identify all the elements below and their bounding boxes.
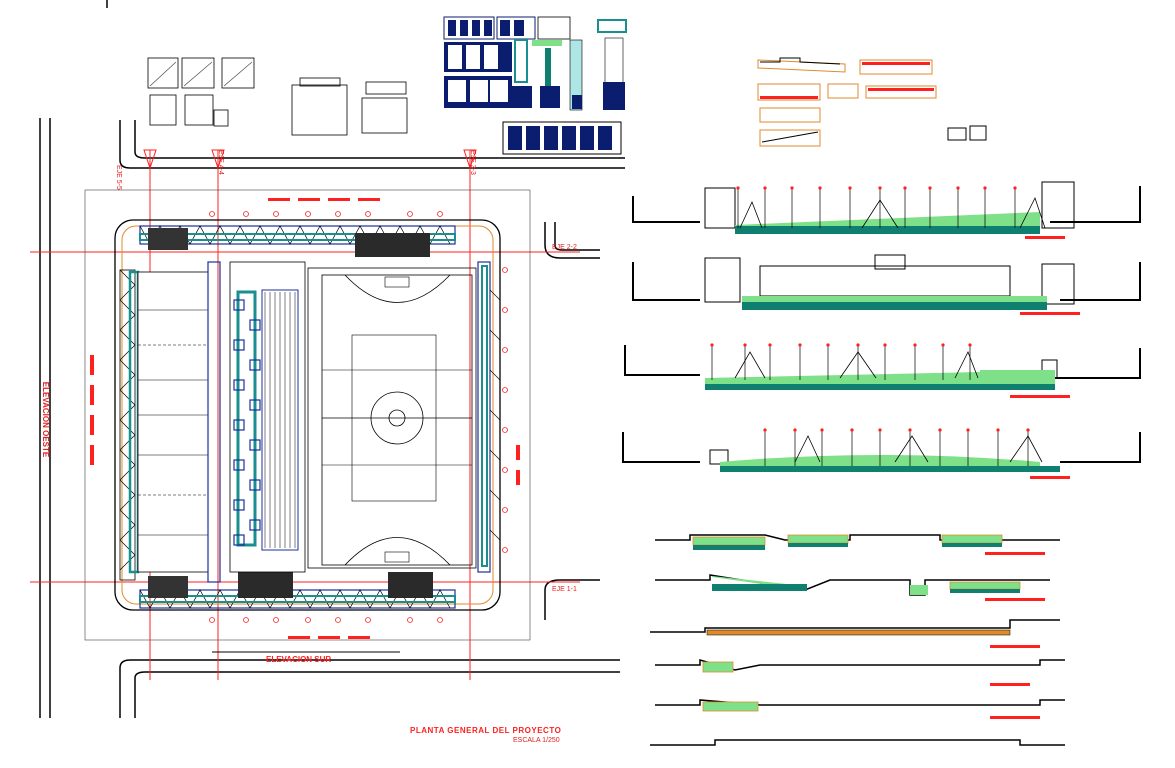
elevation-south-label: ELEVACION SUR — [266, 655, 332, 664]
detail-thumbnails-left — [147, 57, 408, 136]
section-1 — [632, 181, 1141, 229]
site-streets — [39, 0, 625, 718]
axis-label-55: EJE 5-5 — [115, 165, 122, 190]
section-2 — [632, 254, 1141, 305]
section-views — [622, 181, 1141, 479]
drawing-title: PLANTA GENERAL DEL PROYECTO — [410, 726, 562, 735]
elevation-west-label: ELEVACION OESTE — [41, 381, 51, 458]
axis-label-22: EJE 2-2 — [552, 244, 577, 251]
axis-label-11: EJE 1-1 — [552, 586, 577, 593]
axis-markers — [143, 149, 477, 170]
section-3 — [624, 345, 1141, 379]
stair-details — [757, 57, 987, 147]
main-plan — [84, 189, 531, 653]
axis-label-44: EJE 4-4 — [217, 150, 224, 175]
drawing-scale: ESCALA 1/250 — [513, 737, 560, 744]
section-4 — [622, 432, 1141, 465]
detail-sheet-blue — [443, 16, 627, 155]
transverse-sections — [650, 534, 1065, 746]
axis-label-33: EJE 3-3 — [469, 150, 476, 175]
